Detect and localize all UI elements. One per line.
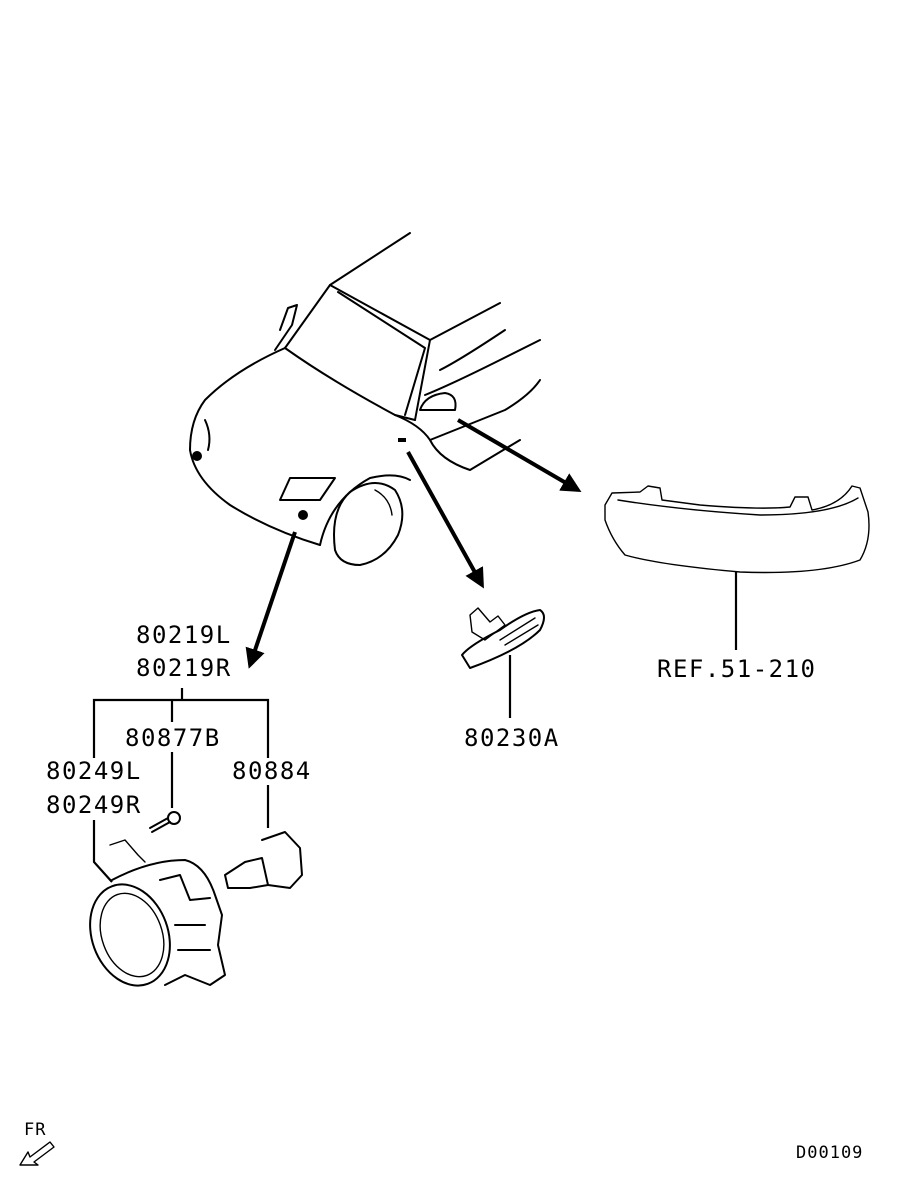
part-number-80219r: 80219R xyxy=(136,654,232,682)
part-number-80877b: 80877B xyxy=(125,724,221,752)
reference-label: REF.51-210 xyxy=(657,655,817,683)
leader-lines xyxy=(92,688,270,883)
part-number-80219l: 80219L xyxy=(136,621,232,649)
fr-label: FR xyxy=(24,1120,46,1140)
vehicle-illustration xyxy=(189,232,541,566)
part-number-80884: 80884 xyxy=(232,757,312,785)
fog-lamp-assembly xyxy=(89,811,303,987)
diagram-code: D00109 xyxy=(796,1143,863,1163)
part-number-80249l: 80249L xyxy=(46,757,142,785)
pointer-arrows xyxy=(245,418,582,669)
part-number-80230a: 80230A xyxy=(464,724,560,752)
front-arrow-icon xyxy=(19,1141,55,1166)
bumper-part xyxy=(604,485,870,650)
part-number-80249r: 80249R xyxy=(46,791,142,819)
side-marker-lamp xyxy=(461,607,545,718)
front-direction-indicator: FR xyxy=(19,1120,55,1166)
